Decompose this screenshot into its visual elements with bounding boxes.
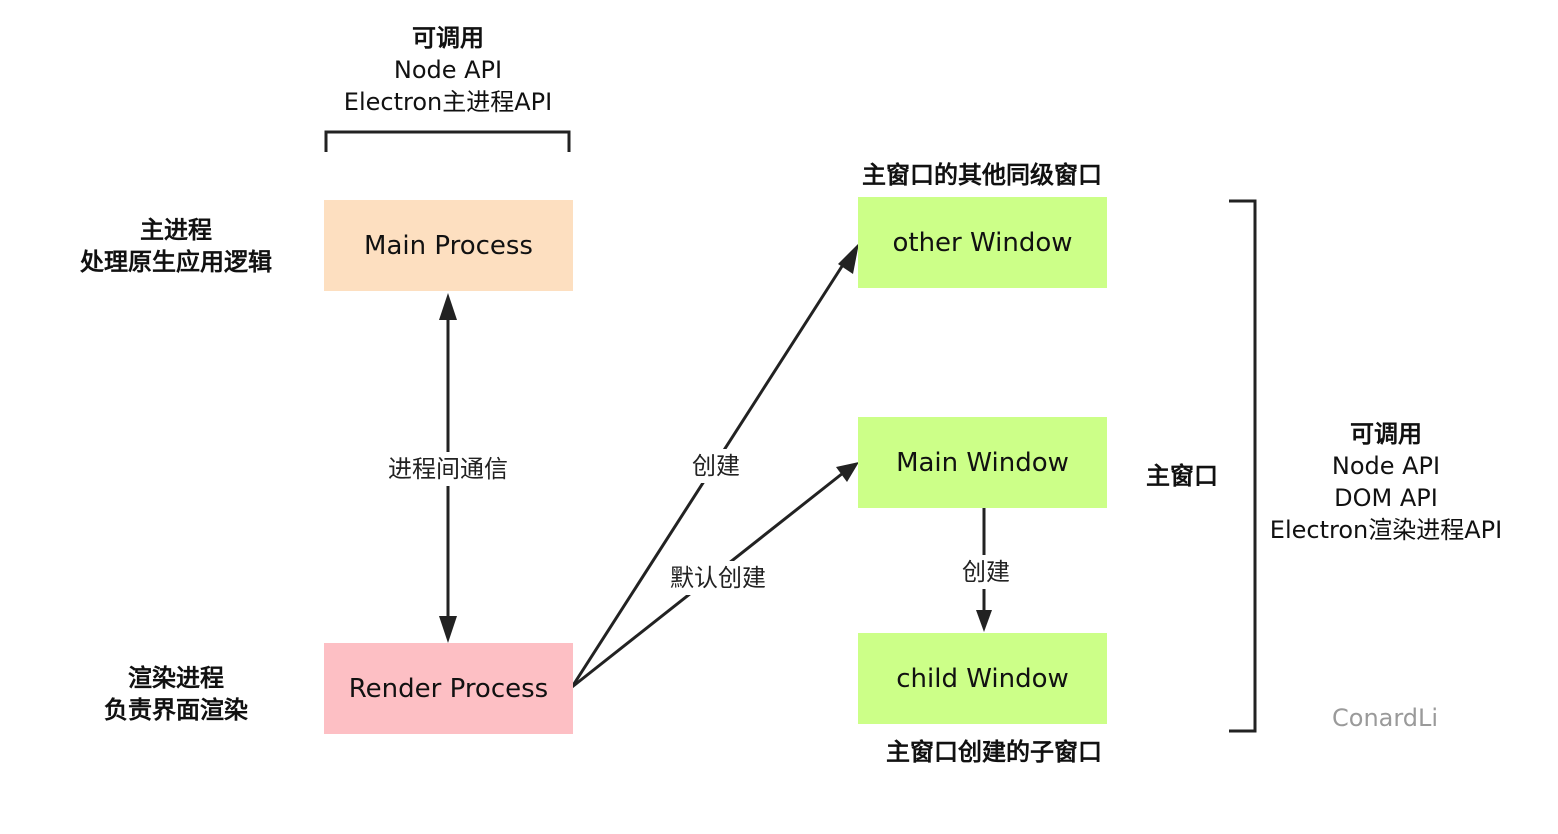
top-annotation-line1: 可调用	[412, 24, 484, 52]
main-process-note-line1: 主进程	[140, 216, 212, 244]
create-child-edge-label: 创建	[952, 555, 1020, 589]
main-process-box: Main Process	[324, 200, 573, 291]
other-window-box: other Window	[858, 197, 1107, 288]
other-window-label: other Window	[892, 227, 1073, 258]
top-annotation-line2: Node API	[393, 56, 503, 84]
top-bracket	[324, 130, 571, 152]
child-window-box: child Window	[858, 633, 1107, 724]
child-window-label: child Window	[896, 663, 1069, 694]
create-child-arrowhead	[976, 610, 992, 632]
right-annotation-line3: DOM API	[1334, 484, 1438, 512]
render-process-note-line1: 渲染进程	[128, 664, 224, 692]
top-annotation-line3: Electron主进程API	[343, 88, 553, 116]
create-other-edge-label: 创建	[684, 449, 748, 483]
default-create-edge-label: 默认创建	[658, 561, 778, 595]
ipc-edge-label: 进程间通信	[380, 452, 516, 486]
main-process-note-line2: 处理原生应用逻辑	[80, 248, 272, 276]
right-annotation-line2: Node API	[1331, 452, 1441, 480]
default-create-arrowhead	[836, 462, 859, 482]
render-process-note-line2: 负责界面渲染	[104, 696, 248, 724]
main-window-side-caption: 主窗口	[1146, 462, 1218, 490]
ipc-arrowhead-up	[439, 293, 457, 320]
right-bracket	[1229, 199, 1257, 733]
right-annotation-line4: Electron渲染进程API	[1269, 516, 1503, 544]
main-process-label: Main Process	[364, 230, 533, 261]
render-process-box: Render Process	[324, 643, 573, 734]
main-window-label: Main Window	[896, 447, 1069, 478]
render-process-label: Render Process	[348, 673, 549, 704]
ipc-arrowhead-down	[439, 616, 457, 643]
main-window-box: Main Window	[858, 417, 1107, 508]
watermark: ConardLi	[1332, 704, 1439, 732]
other-window-caption: 主窗口的其他同级窗口	[862, 161, 1102, 189]
create-other-arrowhead	[838, 243, 859, 274]
child-window-caption: 主窗口创建的子窗口	[886, 738, 1102, 766]
right-annotation-line1: 可调用	[1350, 420, 1422, 448]
